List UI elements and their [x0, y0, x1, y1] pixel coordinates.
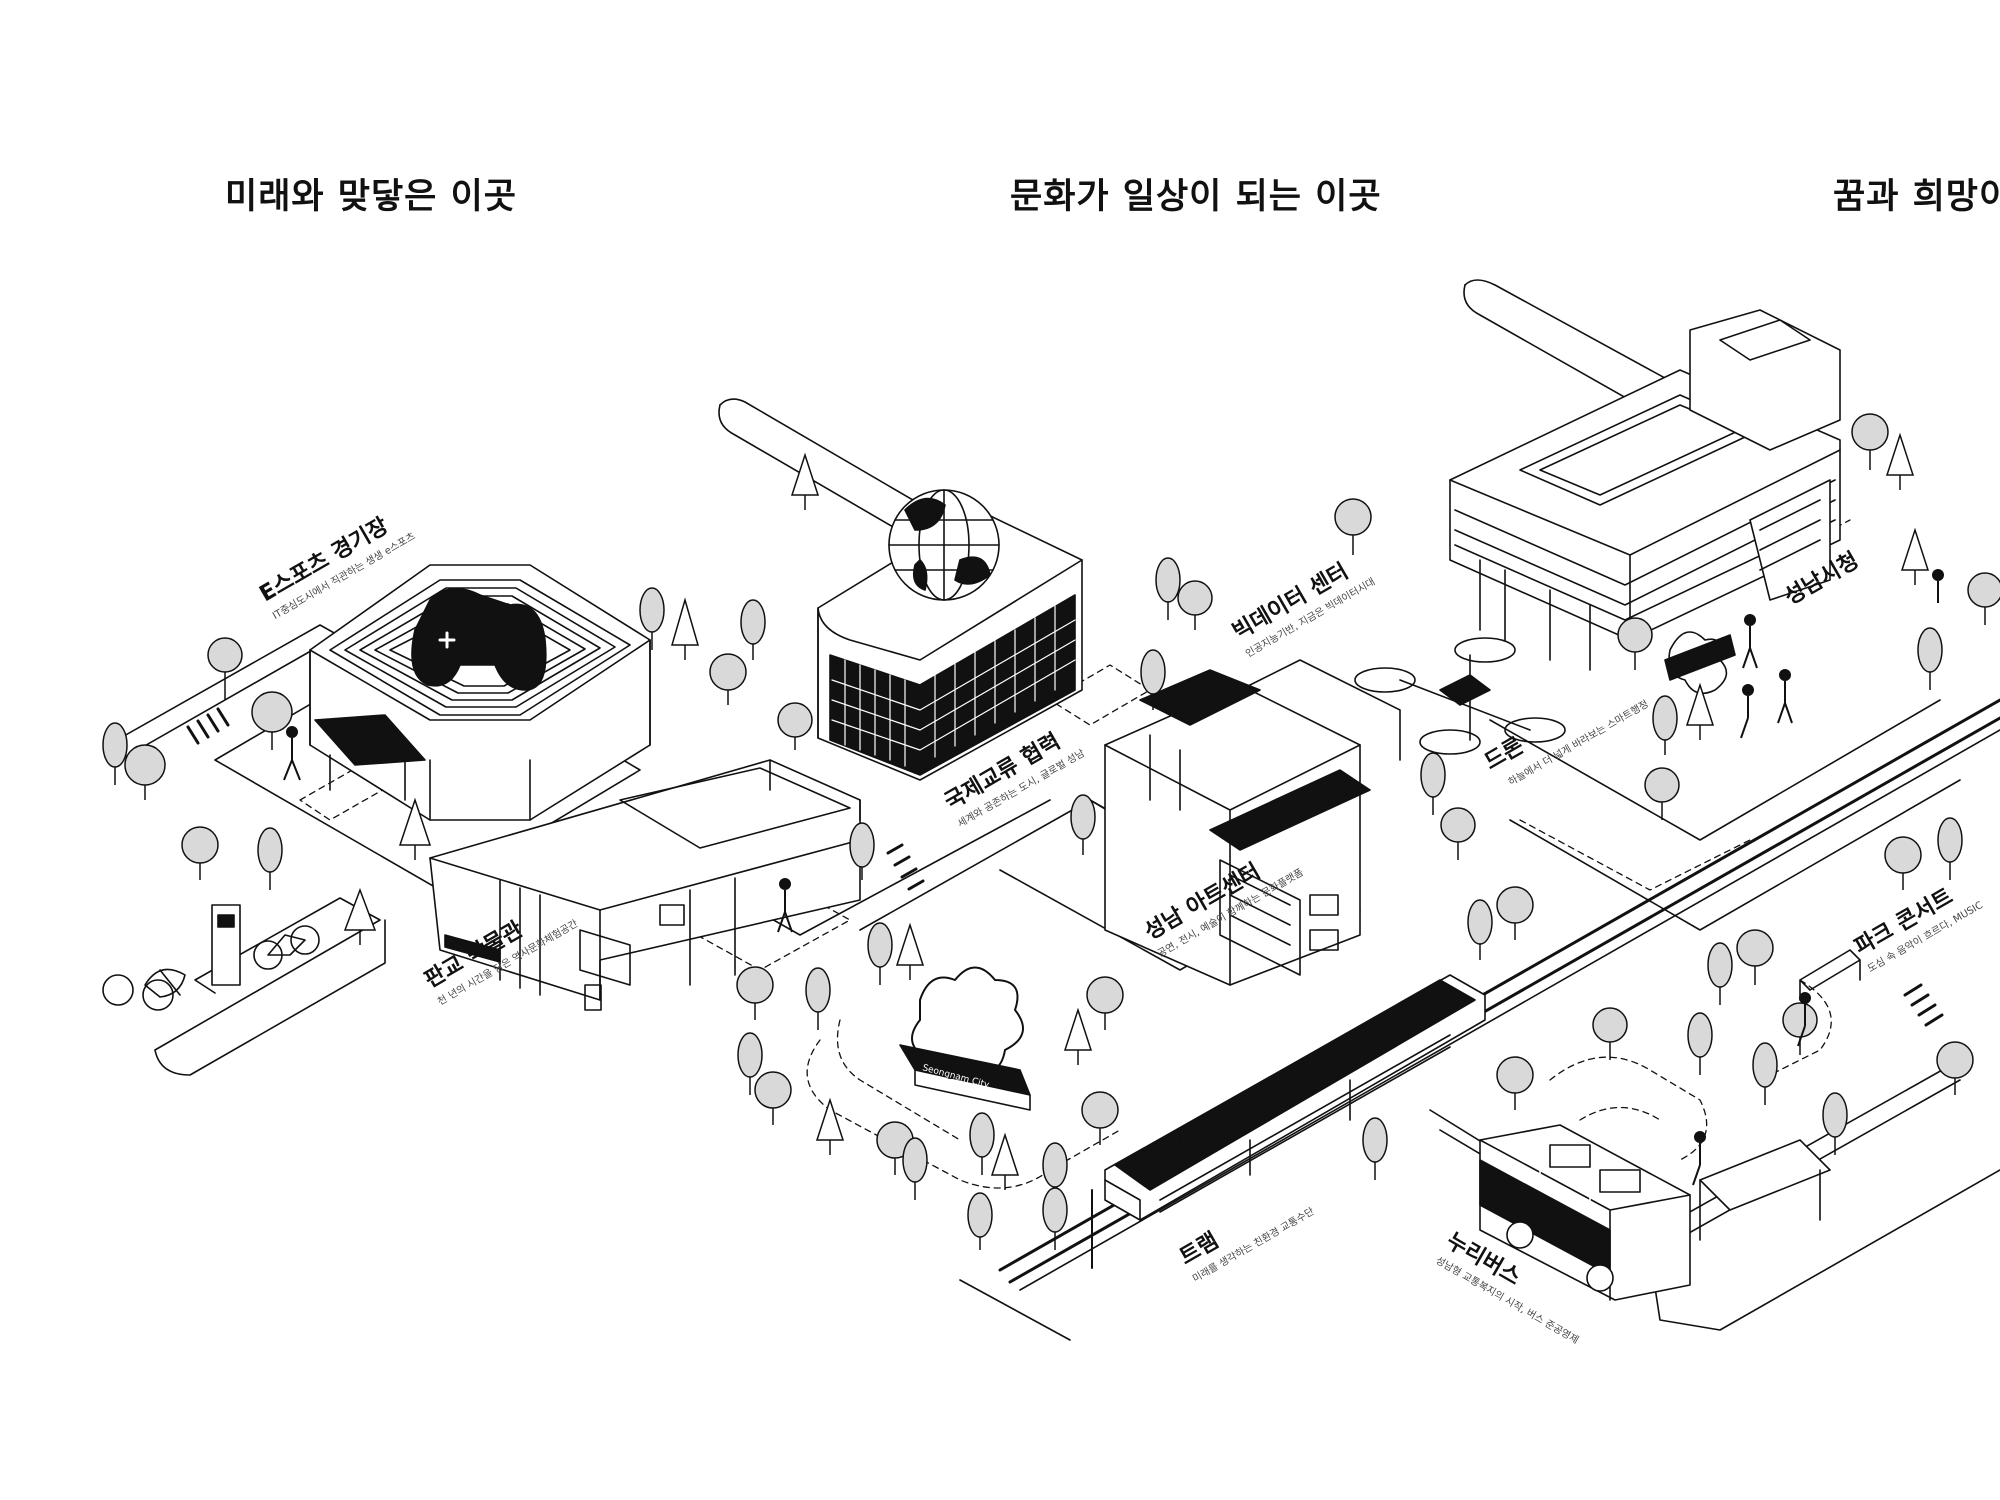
cityhall-statue	[1664, 631, 1736, 695]
section-title-dream: 꿈과 희망이	[1833, 177, 2000, 217]
drone-subtitle: 하늘에서 더 넓게 바라보는 스마트행정	[1506, 697, 1651, 788]
art-center	[1104, 659, 1401, 986]
esports-arena	[309, 564, 651, 821]
tram	[1104, 974, 1486, 1221]
section-title-future: 미래와 맞닿은 이곳	[225, 177, 517, 217]
global-exchange-building	[817, 489, 1083, 781]
section-title-culture: 문화가 일상이 되는 이곳	[1010, 177, 1382, 217]
nuri-bus	[1479, 1124, 1691, 1301]
park-bench	[1799, 949, 1861, 1001]
trees	[102, 413, 2000, 1250]
seongnam-statue	[899, 966, 1031, 1111]
game-controller-icon	[411, 587, 547, 691]
drone	[1354, 637, 1566, 755]
bus-shelter	[1699, 1139, 1831, 1241]
crosswalks	[186, 707, 1944, 1027]
bike-station	[102, 904, 320, 1011]
drone-title: 드론	[1481, 733, 1529, 775]
bigdata-center	[1449, 309, 1841, 671]
pangyo-museum	[429, 759, 861, 1011]
pedestrians	[283, 569, 1944, 1186]
